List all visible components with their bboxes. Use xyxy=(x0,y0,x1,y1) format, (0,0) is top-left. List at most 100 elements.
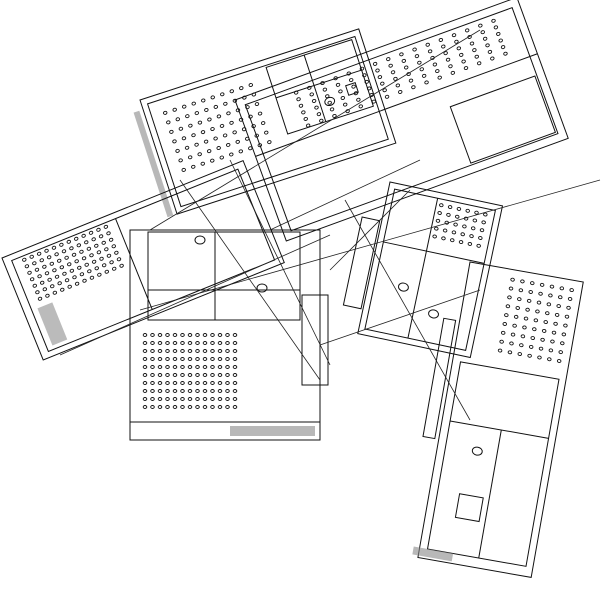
plan-dot xyxy=(301,110,305,114)
plan-dot xyxy=(218,406,222,409)
plan-dot xyxy=(188,390,192,393)
plan-dot xyxy=(196,350,200,353)
plan-dot xyxy=(491,19,495,23)
plan-dot xyxy=(314,106,318,110)
plan-dot xyxy=(393,77,397,81)
plan-dot xyxy=(178,158,182,162)
plan-dot xyxy=(439,38,443,42)
plan-dot xyxy=(498,39,502,43)
plan-dot xyxy=(461,59,465,63)
plan-dot xyxy=(514,315,518,319)
plan-dot xyxy=(143,342,147,345)
plan-dot xyxy=(169,130,173,134)
sheet-center-right-tilted xyxy=(338,178,502,358)
plan-dot xyxy=(500,340,504,344)
plan-dot xyxy=(188,406,192,409)
plan-dot xyxy=(143,398,147,401)
plan-dot xyxy=(166,382,170,385)
plan-dot xyxy=(424,80,428,84)
plan-dot xyxy=(181,366,185,369)
plan-dot xyxy=(367,86,371,90)
plan-dot xyxy=(218,398,222,401)
plan-dot xyxy=(457,46,461,50)
plan-dot xyxy=(233,374,237,377)
plan-dot xyxy=(175,149,179,153)
plan-dot xyxy=(441,45,445,49)
plan-dot xyxy=(196,334,200,337)
plan-dot xyxy=(557,304,561,308)
plan-dot xyxy=(509,287,513,291)
plan-dot xyxy=(299,104,303,108)
plan-dot xyxy=(188,334,192,337)
plan-dot xyxy=(261,121,265,125)
plan-dot xyxy=(52,246,56,250)
plan-dot xyxy=(434,227,438,231)
plan-dot xyxy=(336,83,340,87)
plan-dot xyxy=(511,278,515,282)
plan-dot xyxy=(365,80,369,84)
plan-dot xyxy=(207,118,211,122)
plan-dot xyxy=(507,296,511,300)
plan-dot xyxy=(347,71,351,75)
plan-dot xyxy=(191,133,195,137)
plan-dot xyxy=(477,244,481,248)
plan-dot xyxy=(459,240,463,244)
plan-dot xyxy=(196,390,200,393)
plan-dot xyxy=(143,390,147,393)
plan-dot xyxy=(448,64,452,68)
plan-dot xyxy=(531,336,535,340)
plan-dot xyxy=(508,351,512,355)
plan-dot xyxy=(223,102,227,106)
plan-dot xyxy=(255,102,259,106)
plan-dot xyxy=(452,231,456,235)
plan-dot xyxy=(483,37,487,41)
plan-dot xyxy=(233,334,237,337)
plan-dot xyxy=(89,253,93,257)
plan-dot xyxy=(304,117,308,121)
plan-dot xyxy=(65,278,69,282)
plan-dot xyxy=(481,30,485,34)
plan-dot xyxy=(420,67,424,71)
plan-dot xyxy=(218,390,222,393)
plan-dot xyxy=(549,349,553,353)
plan-dot xyxy=(526,308,530,312)
plan-dot xyxy=(196,342,200,345)
plan-dot xyxy=(511,333,515,337)
plan-dot xyxy=(60,288,64,292)
plan-dot xyxy=(461,232,465,236)
plan-dot xyxy=(30,277,34,281)
plan-dot xyxy=(158,342,162,345)
plan-dot xyxy=(351,85,355,89)
plan-dot xyxy=(552,331,556,335)
plan-dot xyxy=(166,390,170,393)
sheet-top-left-dots xyxy=(163,83,271,172)
plan-dot xyxy=(333,76,337,80)
plan-dot xyxy=(60,265,64,269)
plan-dot xyxy=(226,358,230,361)
plan-dot xyxy=(151,350,155,353)
plan-dot xyxy=(181,334,185,337)
plan-dot xyxy=(535,310,539,314)
plan-dot xyxy=(62,249,66,253)
plan-dot xyxy=(188,366,192,369)
plan-dot xyxy=(478,236,482,240)
plan-dot xyxy=(509,342,513,346)
plan-dot xyxy=(90,276,94,280)
plan-dot xyxy=(226,406,230,409)
plan-dot xyxy=(198,121,202,125)
sheet-top-right-long xyxy=(235,0,568,241)
plan-dot xyxy=(173,398,177,401)
plan-dot xyxy=(506,304,510,308)
plan-dot xyxy=(457,207,461,211)
plan-dot xyxy=(248,115,252,119)
plan-dot xyxy=(166,350,170,353)
plan-dot xyxy=(203,390,207,393)
plan-dot xyxy=(172,139,176,143)
plan-dot xyxy=(101,241,105,245)
plan-dot xyxy=(226,390,230,393)
plan-dot xyxy=(258,112,262,116)
plan-dot xyxy=(537,356,541,360)
plan-dot xyxy=(210,159,214,163)
plan-dot xyxy=(239,86,243,90)
